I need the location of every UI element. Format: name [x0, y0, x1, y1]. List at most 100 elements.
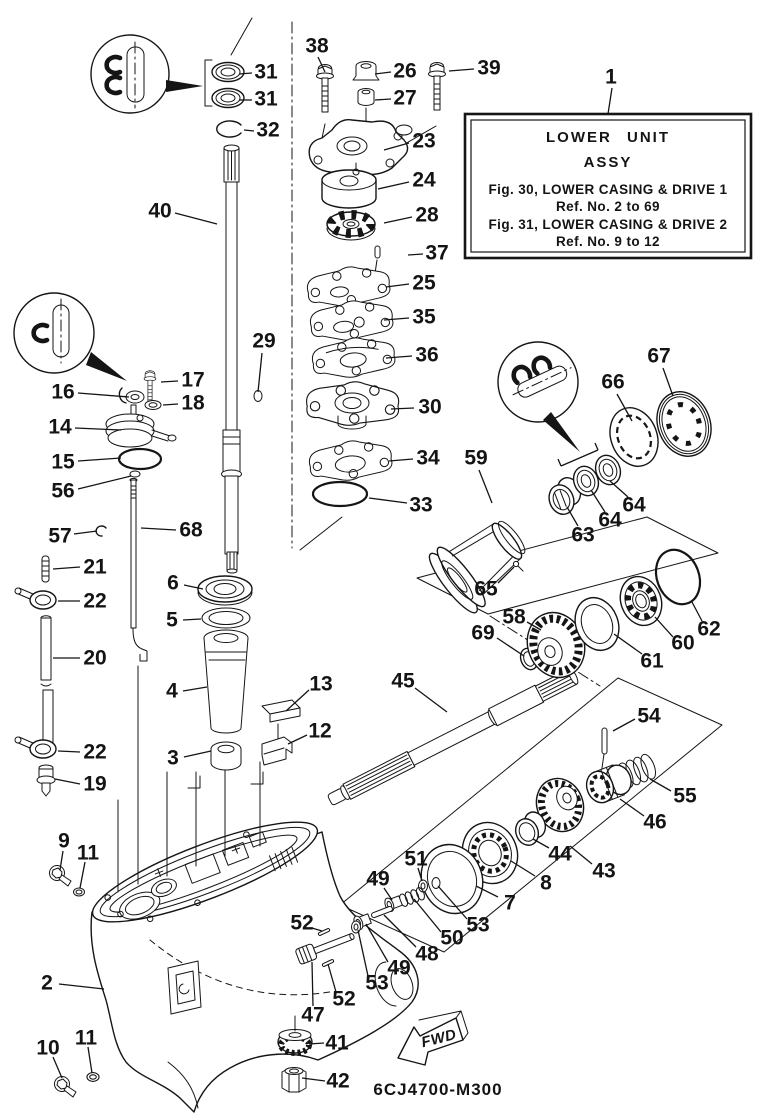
part-15-oring	[117, 447, 163, 471]
detail-balloon-top-left	[90, 34, 203, 114]
callout-leader-19	[54, 778, 81, 785]
part-5-washer	[201, 607, 251, 629]
callout-leader-52	[311, 927, 323, 932]
callout-39: 39	[477, 57, 500, 80]
callout-56: 56	[51, 480, 74, 503]
fwd-arrow: FWD	[397, 1010, 469, 1066]
callout-leader-35	[383, 317, 410, 321]
title-line-5: Fig. 31, LOWER CASING & DRIVE 2	[489, 217, 728, 232]
callout-3: 3	[167, 747, 179, 770]
callout-leader-23	[383, 142, 410, 151]
part-47-shift-plunger	[295, 933, 355, 965]
callout-leader-15	[77, 457, 122, 462]
callout-11: 11	[75, 1027, 98, 1050]
callout-leader-2	[58, 983, 105, 990]
part-62-oring	[654, 548, 702, 606]
callout-2: 2	[41, 972, 53, 995]
callout-leader-48	[383, 914, 417, 948]
driveshaft-top-leader	[230, 17, 253, 56]
callout-43: 43	[592, 860, 615, 883]
part-18-washer	[144, 400, 162, 410]
part-19-fitting	[36, 764, 56, 797]
callout-leader-63	[566, 506, 579, 527]
callout-55: 55	[673, 785, 697, 808]
callout-22: 22	[83, 741, 106, 764]
callout-leader-60	[654, 616, 674, 638]
callout-leader-29	[257, 352, 263, 393]
callout-65: 65	[474, 578, 498, 601]
callout-leader-36	[385, 355, 413, 359]
part-48-pin	[371, 905, 393, 919]
callout-leader-18	[162, 403, 179, 406]
part-52-pin-a	[317, 928, 331, 936]
callout-8: 8	[540, 872, 552, 895]
callout-leader-45	[414, 687, 448, 713]
part-31-bearings	[204, 59, 245, 109]
callout-7: 7	[504, 892, 516, 915]
callout-31: 31	[254, 61, 278, 84]
casing-side-plate	[167, 960, 202, 1015]
callout-leader-47	[311, 961, 314, 1007]
callout-26: 26	[393, 60, 416, 83]
title-box: LOWER UNIT ASSY Fig. 30, LOWER CASING & …	[463, 112, 753, 260]
part-61-shim	[574, 596, 620, 652]
part-11-washer-b	[86, 1072, 100, 1082]
part-42-nut	[281, 1067, 307, 1093]
part-66-tab-washer	[609, 407, 659, 467]
callout-leader-50	[413, 898, 442, 933]
callout-25: 25	[412, 272, 436, 295]
callout-13: 13	[309, 673, 332, 696]
callout-38: 38	[305, 35, 329, 58]
part-10-plug	[54, 1076, 77, 1098]
callout-leader-53	[357, 929, 369, 977]
callout-leader-21	[52, 566, 81, 570]
callout-leader-32	[243, 129, 255, 132]
part-33-oring	[311, 480, 369, 508]
callout-50: 50	[440, 927, 463, 950]
part-37-pin	[374, 245, 381, 259]
callout-leader-49	[383, 887, 393, 901]
callout-leader-22	[57, 750, 81, 753]
callout-leader-41	[308, 1042, 325, 1045]
callout-leader-31	[238, 72, 253, 75]
callout-leader-53	[437, 885, 468, 920]
callout-58: 58	[502, 606, 526, 629]
callout-leader-69	[496, 637, 525, 657]
callout-leader-25	[385, 283, 410, 288]
callout-40: 40	[148, 200, 171, 223]
callout-53: 53	[365, 972, 388, 995]
balloon-pointer	[543, 412, 580, 452]
callout-44: 44	[548, 843, 572, 866]
callout-leader-68	[140, 527, 177, 531]
callout-leader-56	[77, 475, 132, 490]
callout-leader-65	[497, 566, 515, 584]
callout-16: 16	[51, 381, 74, 404]
callout-leader-66	[616, 393, 633, 422]
part-12-bracket	[261, 723, 293, 766]
figure-code: 6CJ4700-M300	[373, 1080, 502, 1099]
callout-leader-58	[526, 621, 542, 631]
callout-leader-52	[327, 963, 337, 993]
callout-leader-62	[691, 601, 703, 622]
callout-1: 1	[605, 66, 617, 89]
callout-29: 29	[252, 330, 275, 353]
callout-leader-6	[183, 584, 204, 590]
callout-leader-44	[532, 838, 550, 849]
part-25-gasket	[305, 262, 392, 311]
callout-20: 20	[83, 647, 106, 670]
callout-leader-9	[59, 850, 64, 871]
bearing-bracket	[204, 59, 213, 107]
part-3-bushing	[210, 741, 242, 771]
callout-17: 17	[181, 369, 204, 392]
part-32-circlip	[216, 120, 242, 138]
callout-leader-49	[365, 923, 389, 963]
callouts-layer: 3826273923242837253536303433313132401291…	[36, 35, 720, 1093]
part-28-impeller	[326, 210, 376, 241]
callout-35: 35	[412, 306, 436, 329]
callout-66: 66	[601, 371, 624, 394]
callout-62: 62	[697, 618, 720, 641]
title-line-2: ASSY	[584, 154, 633, 171]
callout-23: 23	[412, 130, 435, 153]
callout-leader-64	[590, 489, 606, 513]
callout-41: 41	[325, 1032, 349, 1055]
